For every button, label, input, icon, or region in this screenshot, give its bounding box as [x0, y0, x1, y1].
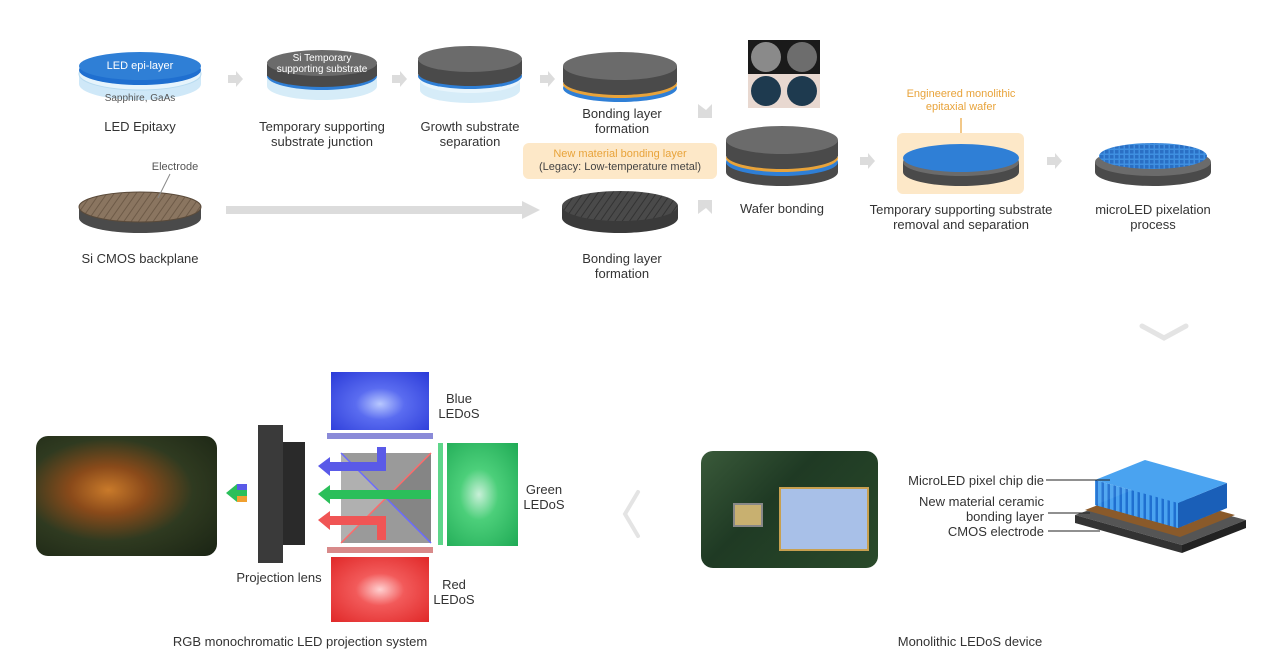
- temp-junction-wafer: [267, 50, 377, 100]
- ledos-device-photo: [701, 451, 878, 568]
- new-bonding-box: [523, 143, 717, 179]
- device-caption: Monolithic LEDoS device: [897, 634, 1043, 649]
- device-chip-die: [779, 487, 869, 551]
- led-epitaxy-label: LED Epitaxy: [104, 119, 176, 134]
- projection-lens-label: Projection lens: [236, 570, 322, 585]
- device-small-chip: [733, 503, 763, 527]
- tiger-output-image: [36, 436, 217, 556]
- cmos-backplane-wafer: [78, 191, 202, 233]
- red-ledos-image: [331, 557, 429, 622]
- bonding-top-wafer: [563, 52, 677, 102]
- microscopy-images: [748, 40, 820, 108]
- chevron-left-icon: [622, 490, 640, 538]
- green-ledos-image: [447, 443, 518, 546]
- chevron-down-icon: [1139, 323, 1189, 341]
- projection-system: [226, 425, 443, 563]
- led-epi-layer-label: LED epi-layer: [106, 60, 174, 72]
- engineered-wafer: [903, 144, 1019, 186]
- sapphire-label: Sapphire, GaAs: [104, 93, 176, 104]
- wafer-bonding-wafer: [726, 126, 838, 186]
- projection-caption: RGB monochromatic LED projection system: [172, 634, 428, 649]
- cmos-electrode-label: CMOS electrode: [947, 524, 1044, 539]
- blue-ledos-image: [331, 372, 429, 430]
- bonding-bottom-wafer: [562, 191, 678, 233]
- growth-separation-wafer: [418, 46, 522, 103]
- pixelation-wafer: [1095, 143, 1211, 186]
- device-leader-lines: [1046, 479, 1110, 532]
- flow-arrows: [226, 71, 1062, 219]
- new-bonding-label: New material bonding layer (Legacy: Low-…: [538, 148, 701, 173]
- electrode-label: Electrode: [151, 161, 199, 173]
- wafer-bonding-label: Wafer bonding: [739, 201, 825, 216]
- si-cmos-label: Si CMOS backplane: [81, 251, 199, 266]
- led-epitaxy-wafer: [78, 52, 202, 100]
- ledos-chip-3d: [1075, 460, 1246, 553]
- pixel-chip-label: MicroLED pixel chip die: [908, 473, 1044, 488]
